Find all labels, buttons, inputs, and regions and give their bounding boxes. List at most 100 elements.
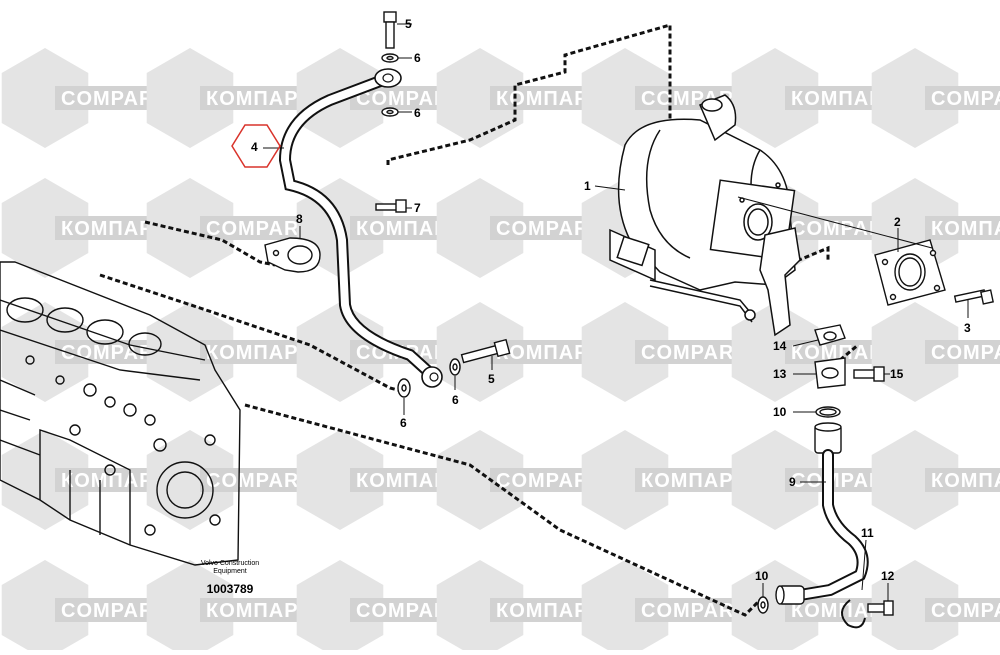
watermark-banner (490, 468, 600, 492)
callout-14[interactable]: 14 (773, 339, 787, 353)
callouts: 5 6 6 4 8 7 1 2 3 6 6 5 14 13 15 10 9 10… (251, 17, 971, 583)
watermark-text: КОМПАРТ (496, 88, 602, 110)
callout-6[interactable]: 6 (400, 416, 407, 430)
watermark-hexagon (731, 302, 819, 402)
watermark-text: КОМПАРТ (641, 470, 747, 492)
watermark-banner (55, 86, 165, 110)
watermark-text: КОМПАРТ (206, 600, 312, 622)
callout-10[interactable]: 10 (773, 405, 787, 419)
callout-1[interactable]: 1 (584, 179, 591, 193)
callout-12[interactable]: 12 (881, 569, 895, 583)
callout-15[interactable]: 15 (890, 367, 904, 381)
watermark-hexagon (581, 560, 669, 655)
watermark-banner (200, 340, 310, 364)
callout-6[interactable]: 6 (414, 51, 421, 65)
turbocharger (609, 94, 801, 337)
watermark-hexagon (1, 430, 89, 530)
callout-5[interactable]: 5 (405, 17, 412, 31)
watermark-banner (200, 598, 310, 622)
callout-5[interactable]: 5 (488, 372, 495, 386)
watermark-text: КОМПАРТ (791, 88, 897, 110)
watermark-banner (55, 216, 165, 240)
watermark-text: COMPART (641, 600, 748, 622)
callout-7[interactable]: 7 (414, 201, 421, 215)
bolt-lower (397, 338, 511, 398)
drawing-number: 1003789 (206, 582, 254, 596)
watermark-hexagon (731, 48, 819, 148)
callout-6[interactable]: 6 (414, 106, 421, 120)
leader-lines (263, 23, 969, 601)
watermark-text: КОМПАРТ (206, 342, 312, 364)
watermark-text: КОМПАРТ (61, 470, 167, 492)
watermark-banner (635, 468, 745, 492)
pipe-lower-end (757, 585, 894, 629)
callout-10[interactable]: 10 (755, 569, 769, 583)
watermark-hexagon (1, 48, 89, 148)
watermark-hexagon (871, 560, 959, 655)
pipe-clamp (264, 237, 321, 273)
watermark-text: COMPART (931, 600, 1000, 622)
bolt-top (381, 11, 399, 117)
watermark-hexagon (1, 302, 89, 402)
gasket (874, 239, 946, 306)
watermark-banner (925, 598, 1000, 622)
callout-9[interactable]: 9 (789, 475, 796, 489)
callout-8[interactable]: 8 (296, 212, 303, 226)
watermark-banner (925, 216, 1000, 240)
watermark-text: COMPART (356, 88, 463, 110)
watermark-text: COMPART (61, 88, 168, 110)
watermark-hexagon (581, 430, 669, 530)
watermark-text: КОМПАРТ (496, 600, 602, 622)
watermark-text: КОМПАРТ (496, 342, 602, 364)
watermark-banner (55, 598, 165, 622)
watermark-text: COMPART (791, 218, 898, 240)
watermark-text: КОМПАРТ (791, 342, 897, 364)
watermark-text: COMPART (206, 218, 313, 240)
watermark-hexagon (1, 560, 89, 655)
watermark-banner (925, 86, 1000, 110)
watermark-hexagon (146, 560, 234, 655)
watermark-banner (635, 598, 745, 622)
watermark-banner (635, 340, 745, 364)
watermark-banner (55, 468, 165, 492)
watermark-text: КОМПАРТ (61, 218, 167, 240)
watermark-text: COMPART (791, 470, 898, 492)
watermark-text: COMPART (206, 470, 313, 492)
callout-11[interactable]: 11 (861, 526, 874, 540)
engine-block (0, 261, 241, 566)
watermark-text: КОМПАРТ (356, 470, 462, 492)
watermark-banner (925, 340, 1000, 364)
watermark-banner (925, 468, 1000, 492)
watermark-banner (200, 216, 310, 240)
caption-line-2: Equipment (213, 568, 247, 575)
watermark-text: КОМПАРТ (356, 218, 462, 240)
oil-pipe-lower (794, 449, 869, 601)
bolt-3 (953, 289, 994, 305)
watermark-hexagon (871, 302, 959, 402)
watermark-text: КОМПАРТ (931, 470, 1000, 492)
watermark-hexagon (871, 48, 959, 148)
callout-2[interactable]: 2 (894, 215, 901, 229)
callout-4[interactable]: 4 (251, 140, 258, 154)
callout-13[interactable]: 13 (773, 367, 787, 381)
watermark-hexagon (146, 178, 234, 278)
watermark-hexagon (581, 48, 669, 148)
watermark-text: COMPART (931, 88, 1000, 110)
callout-3[interactable]: 3 (964, 321, 971, 335)
callout-6[interactable]: 6 (452, 393, 459, 407)
watermark-hexagon (436, 178, 524, 278)
watermark-text: COMPART (496, 218, 603, 240)
watermark-text: COMPART (641, 342, 748, 364)
watermark-text: КОМПАРТ (931, 218, 1000, 240)
watermark-hexagon (146, 430, 234, 530)
watermark-hexagon (436, 430, 524, 530)
watermark-hexagon (296, 430, 384, 530)
highlight-hexagon (231, 124, 281, 168)
watermark-hexagon (731, 430, 819, 530)
watermark-banner (200, 86, 310, 110)
watermark-banner (490, 216, 600, 240)
watermark-banner (490, 598, 600, 622)
watermark-text: КОМПАРТ (206, 88, 312, 110)
